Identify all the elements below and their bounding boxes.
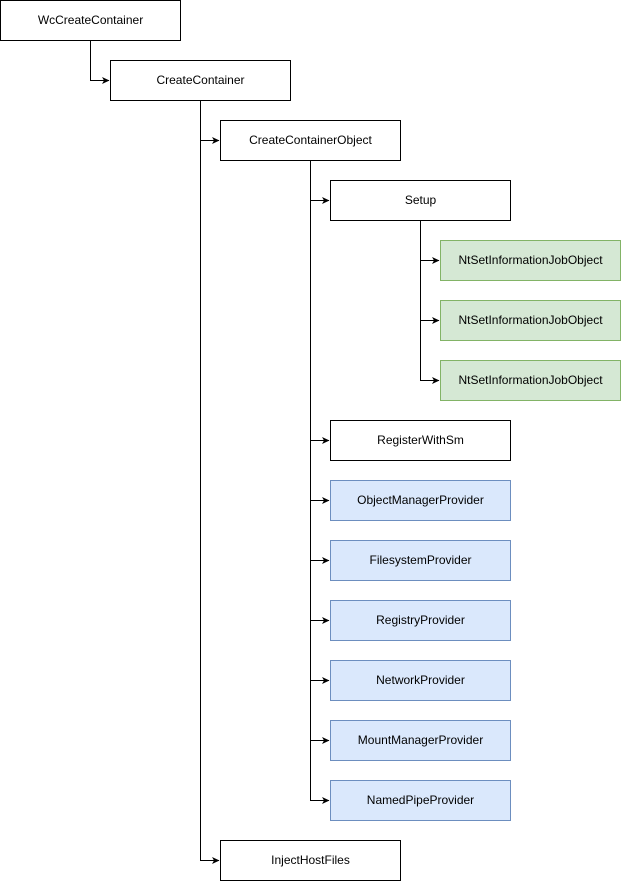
- edge-create-container-object-to-registry-provider: [310, 160, 330, 624]
- node-create-container[interactable]: CreateContainer: [110, 60, 291, 101]
- connectors: [90, 40, 440, 864]
- node-register-with-sm[interactable]: RegisterWithSm: [330, 420, 511, 461]
- node-nt-set-information-job-object-2[interactable]: NtSetInformationJobObject: [440, 300, 621, 341]
- edge-create-container-object-to-mount-manager-provider: [310, 160, 330, 744]
- node-label: WcCreateContainer: [38, 13, 143, 27]
- edge-setup-to-nt-set-information-job-object-2: [420, 220, 440, 324]
- node-object-manager-provider[interactable]: ObjectManagerProvider: [330, 480, 511, 521]
- node-box: [220, 840, 401, 881]
- node-named-pipe-provider[interactable]: NamedPipeProvider: [330, 780, 511, 821]
- edge-setup-to-nt-set-information-job-object-3: [420, 220, 440, 384]
- node-setup[interactable]: Setup: [330, 180, 511, 221]
- node-box: [330, 600, 511, 641]
- node-label: NamedPipeProvider: [367, 793, 474, 807]
- edge-create-container-to-inject-host-files: [200, 100, 220, 864]
- node-label: ObjectManagerProvider: [357, 493, 484, 507]
- node-label: Setup: [405, 193, 437, 207]
- node-box: [220, 120, 401, 161]
- node-label: MountManagerProvider: [358, 733, 483, 747]
- node-label: RegistryProvider: [376, 613, 465, 627]
- node-box: [330, 660, 511, 701]
- node-box: [440, 240, 621, 281]
- node-label: CreateContainerObject: [249, 133, 372, 147]
- node-box: [330, 420, 511, 461]
- node-nt-set-information-job-object-1[interactable]: NtSetInformationJobObject: [440, 240, 621, 281]
- node-box: [0, 0, 181, 41]
- node-nt-set-information-job-object-3[interactable]: NtSetInformationJobObject: [440, 360, 621, 401]
- edge-create-container-to-create-container-object: [200, 100, 220, 144]
- edge-create-container-object-to-register-with-sm: [310, 160, 330, 444]
- node-label: RegisterWithSm: [377, 433, 464, 447]
- edge-wc-create-container-to-create-container: [90, 40, 110, 84]
- node-label: NtSetInformationJobObject: [458, 373, 603, 387]
- node-network-provider[interactable]: NetworkProvider: [330, 660, 511, 701]
- node-registry-provider[interactable]: RegistryProvider: [330, 600, 511, 641]
- node-label: FilesystemProvider: [369, 553, 471, 567]
- node-label: CreateContainer: [156, 73, 244, 87]
- edge-create-container-object-to-named-pipe-provider: [310, 160, 330, 804]
- node-box: [330, 720, 511, 761]
- edge-setup-to-nt-set-information-job-object-1: [420, 220, 440, 264]
- node-box: [110, 60, 291, 101]
- node-box: [330, 480, 511, 521]
- node-mount-manager-provider[interactable]: MountManagerProvider: [330, 720, 511, 761]
- node-box: [330, 780, 511, 821]
- node-label: NtSetInformationJobObject: [458, 313, 603, 327]
- node-label: NtSetInformationJobObject: [458, 253, 603, 267]
- node-box: [330, 180, 511, 221]
- node-label: InjectHostFiles: [271, 853, 350, 867]
- node-create-container-object[interactable]: CreateContainerObject: [220, 120, 401, 161]
- node-filesystem-provider[interactable]: FilesystemProvider: [330, 540, 511, 581]
- edge-create-container-object-to-object-manager-provider: [310, 160, 330, 504]
- node-label: NetworkProvider: [376, 673, 465, 687]
- node-box: [330, 540, 511, 581]
- edge-create-container-object-to-network-provider: [310, 160, 330, 684]
- node-wc-create-container[interactable]: WcCreateContainer: [0, 0, 181, 41]
- edge-create-container-object-to-setup: [310, 160, 330, 204]
- node-inject-host-files[interactable]: InjectHostFiles: [220, 840, 401, 881]
- node-box: [440, 360, 621, 401]
